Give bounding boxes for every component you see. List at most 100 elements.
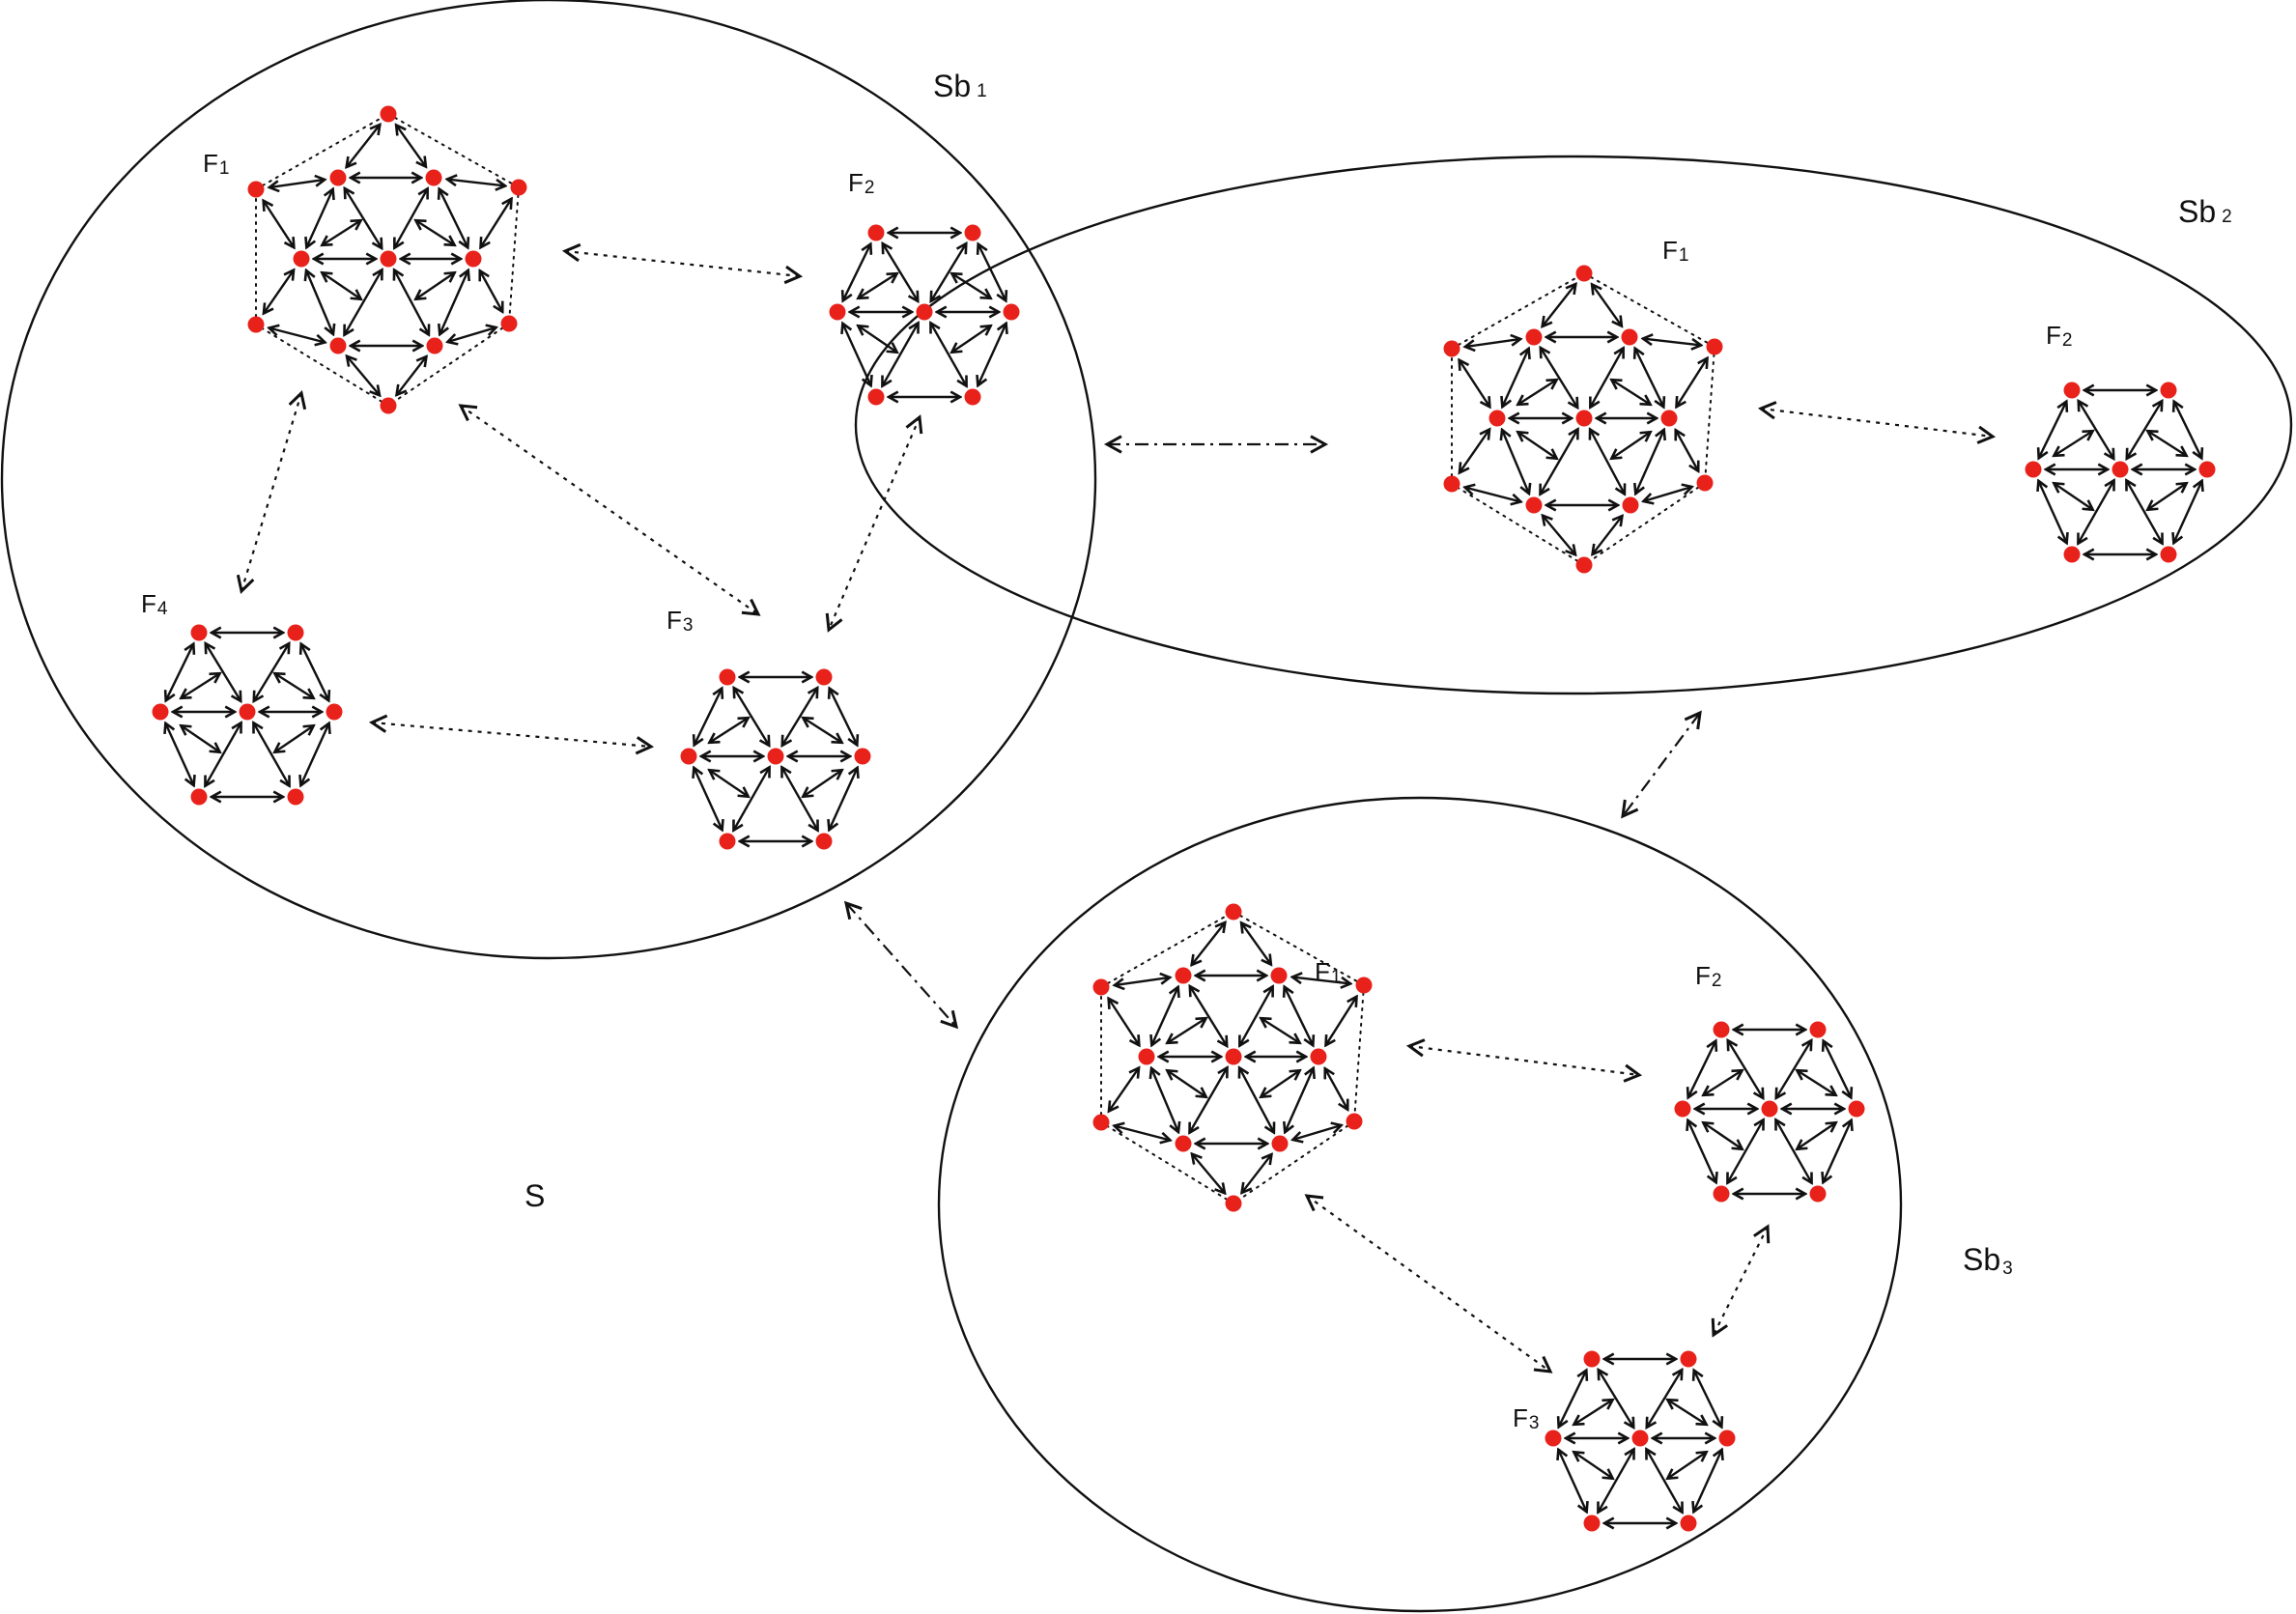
sb1-f1-node — [329, 337, 347, 354]
sb2-f1-edge — [1590, 348, 1623, 407]
link-sb3-f1-f2 — [1405, 1038, 1643, 1083]
sb3-f3-edge — [1693, 1450, 1721, 1512]
sb3-f2-edge — [1687, 1120, 1715, 1182]
sb1-f3-node — [719, 668, 736, 686]
sb1-f1-outer-node — [247, 316, 265, 333]
sb3-f2-node — [1761, 1100, 1778, 1118]
sb3-f2-edge — [1727, 1119, 1763, 1182]
sb1-f1-ray — [415, 272, 454, 298]
sb1-f2-node — [867, 224, 885, 241]
sb2-f2-node — [2160, 546, 2177, 563]
sb1-f4-ray — [181, 725, 219, 751]
sb2-f1-edge — [1635, 349, 1664, 408]
sb3-f2-node — [1713, 1021, 1730, 1038]
sb3-f2-node — [1848, 1100, 1865, 1118]
sb1-f1-outer-node — [247, 181, 265, 198]
sb1-f1-edge — [439, 270, 468, 334]
sb2-f1-edge — [1502, 349, 1528, 407]
sb2-f1-node — [1660, 410, 1678, 427]
sb1-f3-edge — [733, 767, 769, 830]
sb2-f2-node — [2063, 382, 2081, 399]
sb1-f1-edge — [306, 189, 332, 247]
link-sb1-sb3 — [843, 900, 959, 1030]
sb3-f2-node — [1674, 1100, 1691, 1118]
sb1-f4-node — [326, 703, 343, 721]
sb1-f1-spoke — [396, 125, 426, 166]
sb1-f3-edge — [734, 688, 769, 746]
sb2-f1-spoke — [1643, 487, 1691, 501]
sb1-f2-edge — [883, 243, 918, 301]
sb1-f2-node — [916, 303, 933, 321]
sb1-f2-edge — [882, 323, 918, 385]
sb2-f1-outer-node — [1575, 265, 1593, 282]
sb3-f3-ray — [1573, 1452, 1612, 1478]
sb3-f2-ray — [1703, 1070, 1742, 1095]
sb1-f1-outer-node — [380, 397, 397, 414]
sb1-f3-node — [680, 748, 697, 765]
sb2-f1-spoke — [1465, 488, 1521, 502]
sb3-f1-outer-node — [1092, 1114, 1110, 1131]
sb2-f1-spoke — [1543, 284, 1576, 326]
sb2-f1-spoke — [1593, 516, 1623, 554]
sb1-f1-node — [426, 337, 443, 354]
sb3-f1-spoke — [1292, 977, 1350, 984]
sb1-f2-node — [867, 388, 885, 406]
sb1-f4-edge — [300, 723, 328, 785]
sb3-f1-spoke — [1115, 977, 1170, 985]
sb2-f1-ray — [1517, 380, 1556, 405]
sb1-f1-ray — [322, 272, 360, 298]
sb3-f1-edge — [1285, 1068, 1313, 1132]
cluster-sb3-f2 — [1674, 1021, 1865, 1203]
sb1-f1-edge — [439, 189, 468, 248]
sb3-f1-ray — [1167, 1018, 1205, 1043]
sb2-f2-node — [2025, 461, 2042, 478]
cluster-sb1-f4 — [152, 624, 343, 806]
sb3-f1-outer-node — [1092, 978, 1110, 996]
sb2-f2-node — [2063, 546, 2081, 563]
sb1-fractal-label-f4: F4 — [141, 589, 168, 619]
sb2-f2-ray — [2054, 483, 2092, 509]
sb2-f1-node — [1622, 496, 1639, 514]
sb1-f1-spoke — [481, 199, 512, 247]
sb3-f1-outer-edge — [1100, 1121, 1234, 1204]
link-sb3-f2-f3 — [1711, 1224, 1771, 1338]
sb1-f1-node — [329, 169, 347, 186]
sb1-f3-node — [815, 833, 833, 850]
sb1-f1-spoke — [480, 270, 502, 311]
sb1-fractal-label-f3: F3 — [666, 606, 693, 636]
sb2-f1-node — [1621, 328, 1638, 346]
sb1-f1-outer-node — [510, 179, 527, 196]
link-sb1-f1-f3 — [458, 404, 761, 616]
sb1-f4-ray — [181, 673, 219, 698]
sb2-f1-spoke — [1643, 339, 1701, 346]
sb1-f1-spoke — [269, 180, 325, 187]
sb2-f1-node — [1525, 328, 1543, 346]
sb3-f1-outer-edge — [1233, 911, 1365, 986]
sb1-f4-node — [190, 624, 208, 641]
cluster-sb3-f1 — [1092, 903, 1373, 1212]
sb3-f1-ray — [1261, 1018, 1299, 1043]
sb2-f1-spoke — [1676, 430, 1698, 470]
sb1-f2-edge — [931, 243, 966, 301]
sb1-f1-edge — [345, 188, 382, 248]
sb3-f2-ray — [1797, 1122, 1835, 1148]
sb1-f1-spoke — [397, 356, 427, 395]
sb2-f1-ray — [1611, 432, 1650, 458]
sb2-f1-spoke — [1460, 430, 1489, 473]
sb1-f3-node — [767, 748, 784, 765]
sb1-f2-ray — [951, 326, 990, 352]
sb1-f1-outer-edge — [387, 323, 510, 407]
sb1-f3-edge — [694, 768, 722, 830]
sb2-f2-node — [2160, 382, 2177, 399]
sb2-f2-edge — [2078, 480, 2113, 543]
sb1-f1-outer-node — [500, 315, 518, 332]
sb3-f2-node — [1713, 1185, 1730, 1203]
sb2-f1-outer-node — [1575, 556, 1593, 574]
sb2-f2-edge — [2126, 480, 2162, 543]
sb1-f3-ray — [709, 770, 748, 796]
sb1-f2-node — [1003, 303, 1020, 321]
sb2-f2-ray — [2054, 431, 2092, 456]
sb1-f4-node — [287, 788, 304, 806]
sb2-f1-outer-edge — [1583, 272, 1715, 348]
